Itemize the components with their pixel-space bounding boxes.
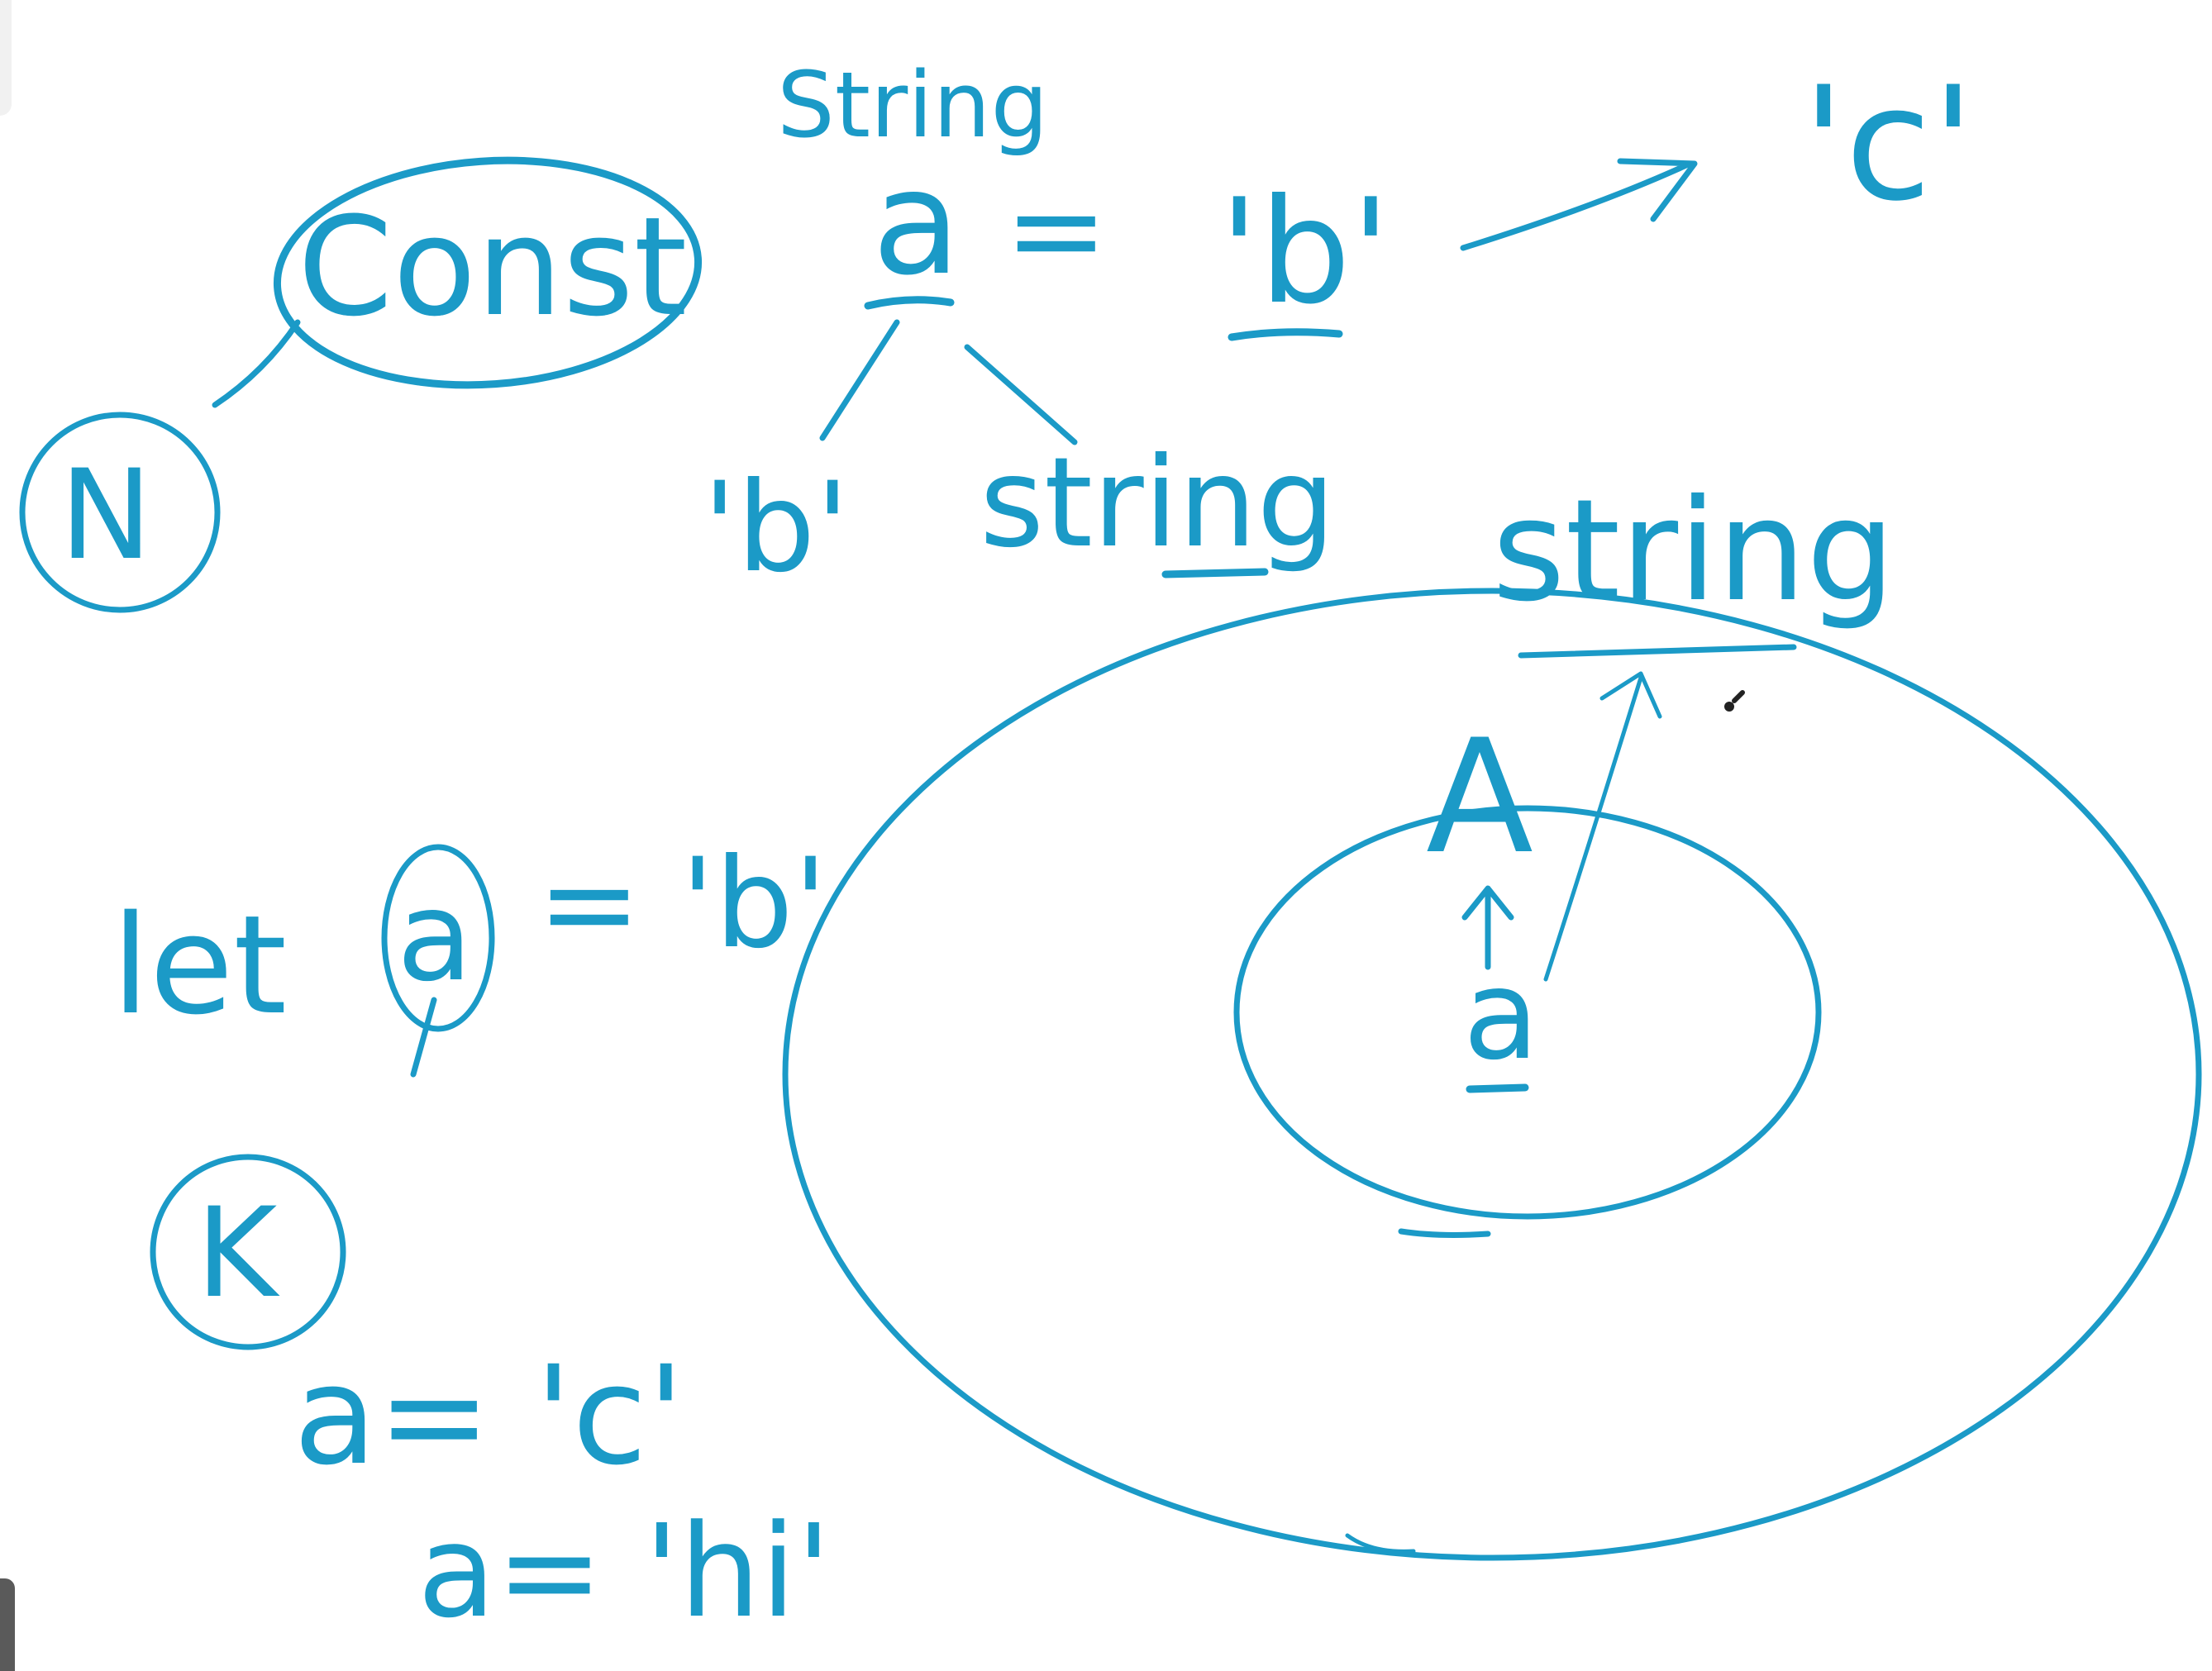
- label-a-inner: a: [1463, 944, 1539, 1088]
- outer-ellipse-overlap: [1345, 1533, 1416, 1554]
- const-circle: [273, 156, 703, 389]
- pen-cursor-icon: [1724, 690, 1745, 712]
- let-a-circle: [381, 844, 495, 1032]
- label-a-main: a: [872, 140, 961, 307]
- label-c-literal: 'c': [1802, 53, 1975, 236]
- string-branch-underline: [1161, 568, 1269, 578]
- label-assign-hi: a= 'hi': [417, 1497, 832, 1646]
- branch-left: [819, 319, 900, 441]
- circle-k: [150, 1154, 346, 1350]
- label-string-top: String: [777, 52, 1048, 158]
- window-edge-top: [0, 0, 12, 116]
- inner-ellipse-underline: [1398, 1228, 1491, 1238]
- label-const: Const: [298, 188, 687, 346]
- let-a-tail: [410, 997, 437, 1078]
- label-string-branch: string: [980, 431, 1336, 575]
- const-connector: [212, 319, 301, 408]
- a-inner-underline: [1466, 1083, 1529, 1093]
- arrow-a-to-string: [1543, 671, 1662, 982]
- label-b-branch: 'b': [703, 456, 850, 600]
- label-equals-main: =: [1004, 159, 1108, 302]
- label-b-literal: 'b': [1219, 169, 1390, 336]
- window-edge-bottom: [0, 1578, 15, 1671]
- arrow-to-c: [1460, 158, 1698, 251]
- string-outer-underline: [1518, 644, 1797, 659]
- label-circle-k: K: [196, 1182, 280, 1326]
- label-string-outer: string: [1492, 469, 1895, 633]
- label-let-rest: = 'b': [537, 832, 827, 976]
- arrow-a-to-big-a: [1461, 885, 1514, 970]
- label-let-a: a: [397, 865, 473, 1009]
- label-big-a: A: [1426, 706, 1533, 888]
- label-assign-c: a= 'c': [293, 1336, 684, 1495]
- b-literal-underline: [1228, 328, 1343, 341]
- a-main-underline: [864, 296, 955, 310]
- inner-scope-ellipse: [1233, 805, 1822, 1220]
- label-let: let: [112, 886, 287, 1045]
- branch-right: [964, 344, 1078, 445]
- label-circle-n: N: [60, 444, 152, 588]
- circle-n: [19, 412, 221, 613]
- outer-scope-ellipse: [782, 588, 2202, 1561]
